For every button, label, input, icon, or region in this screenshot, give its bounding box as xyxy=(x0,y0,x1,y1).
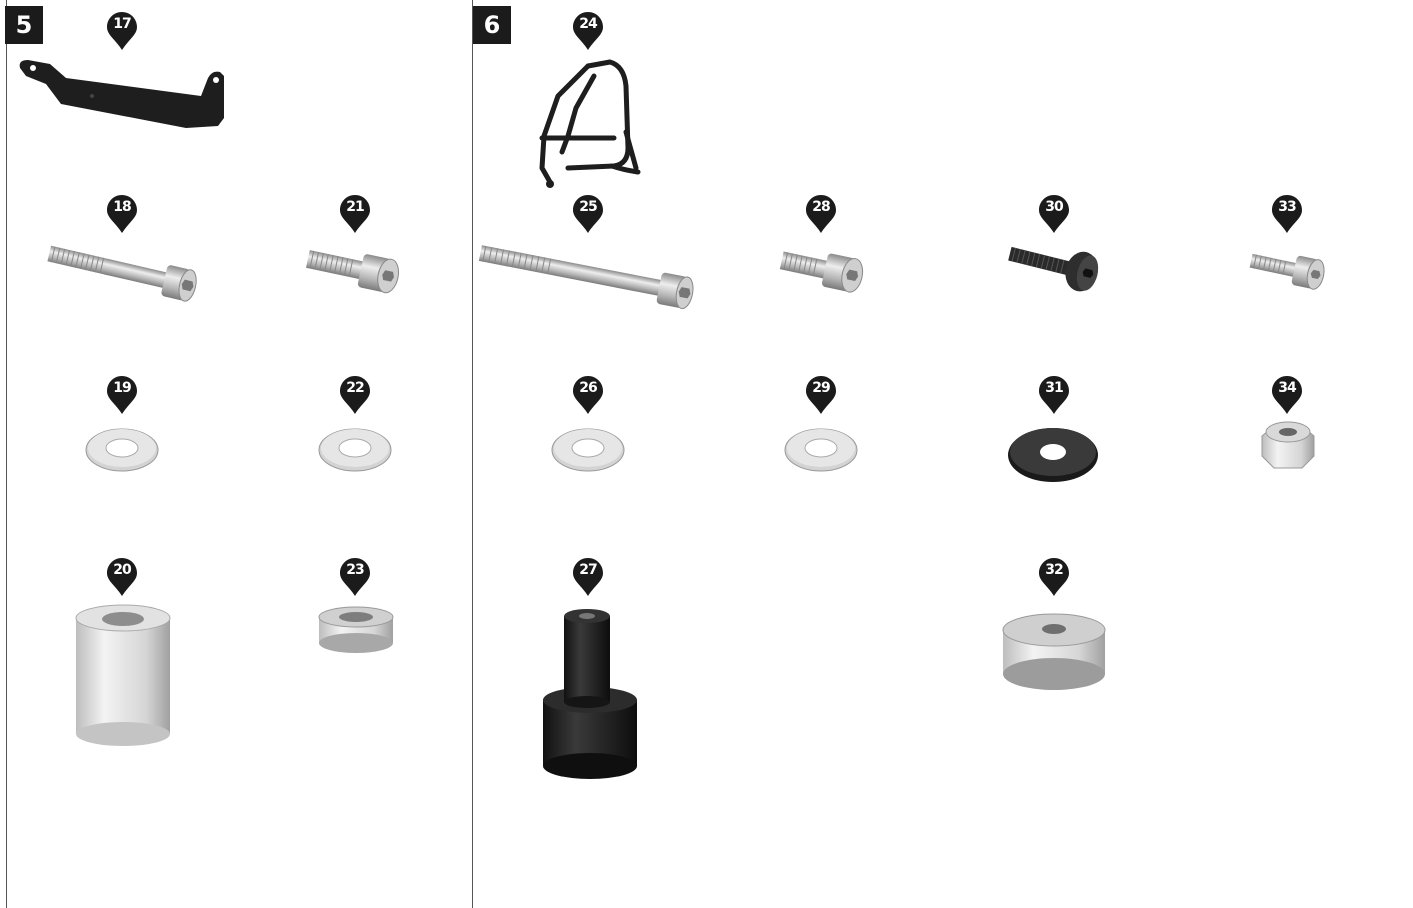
part-number: 34 xyxy=(1272,380,1302,396)
part-number: 22 xyxy=(340,380,370,396)
part-number: 17 xyxy=(107,16,137,32)
left-border-line xyxy=(6,0,7,908)
part-marker-32: 32 xyxy=(1039,558,1069,596)
part-marker-24: 24 xyxy=(573,12,603,50)
part-number: 33 xyxy=(1272,199,1302,215)
part-marker-33: 33 xyxy=(1272,195,1302,233)
part-marker-31: 31 xyxy=(1039,376,1069,414)
washer-31-image xyxy=(1006,424,1100,484)
section-6-label: 6 xyxy=(473,6,511,44)
bolt-21-image xyxy=(300,240,410,306)
washer-29-image xyxy=(783,424,859,474)
part-number: 18 xyxy=(107,199,137,215)
part-marker-17: 17 xyxy=(107,12,137,50)
part-number: 25 xyxy=(573,199,603,215)
part-number: 31 xyxy=(1039,380,1069,396)
washer-22-image xyxy=(317,424,393,474)
part-number: 28 xyxy=(806,199,836,215)
part-marker-21: 21 xyxy=(340,195,370,233)
part-marker-22: 22 xyxy=(340,376,370,414)
washer-19-image xyxy=(84,424,160,474)
part-marker-25: 25 xyxy=(573,195,603,233)
part-number: 26 xyxy=(573,380,603,396)
part-marker-27: 27 xyxy=(573,558,603,596)
spacer-23-image xyxy=(316,603,396,657)
bolt-18-image xyxy=(40,238,202,314)
section-divider xyxy=(472,0,473,908)
part-number: 27 xyxy=(573,562,603,578)
bracket-17-image xyxy=(16,56,228,132)
bolt-30-image xyxy=(1002,234,1108,300)
part-number: 29 xyxy=(806,380,836,396)
part-marker-19: 19 xyxy=(107,376,137,414)
section-5-label: 5 xyxy=(5,6,43,44)
part-marker-20: 20 xyxy=(107,558,137,596)
part-number: 30 xyxy=(1039,199,1069,215)
bolt-28-image xyxy=(774,240,870,306)
bolt-33-image xyxy=(1244,242,1336,298)
part-marker-23: 23 xyxy=(340,558,370,596)
protection-frame-24-image xyxy=(528,56,644,192)
part-number: 19 xyxy=(107,380,137,396)
washer-26-image xyxy=(550,424,626,474)
part-number: 24 xyxy=(573,16,603,32)
spacer-20-image xyxy=(72,602,174,748)
part-number: 32 xyxy=(1039,562,1069,578)
part-marker-18: 18 xyxy=(107,195,137,233)
part-marker-29: 29 xyxy=(806,376,836,414)
bolt-25-image xyxy=(472,236,704,316)
part-number: 21 xyxy=(340,199,370,215)
spacer-32-image xyxy=(1000,610,1108,694)
part-marker-28: 28 xyxy=(806,195,836,233)
part-number: 23 xyxy=(340,562,370,578)
part-marker-34: 34 xyxy=(1272,376,1302,414)
lock-nut-34-image xyxy=(1256,414,1320,472)
part-marker-30: 30 xyxy=(1039,195,1069,233)
part-number: 20 xyxy=(107,562,137,578)
part-marker-26: 26 xyxy=(573,376,603,414)
stepped-spacer-27-image xyxy=(540,604,640,782)
